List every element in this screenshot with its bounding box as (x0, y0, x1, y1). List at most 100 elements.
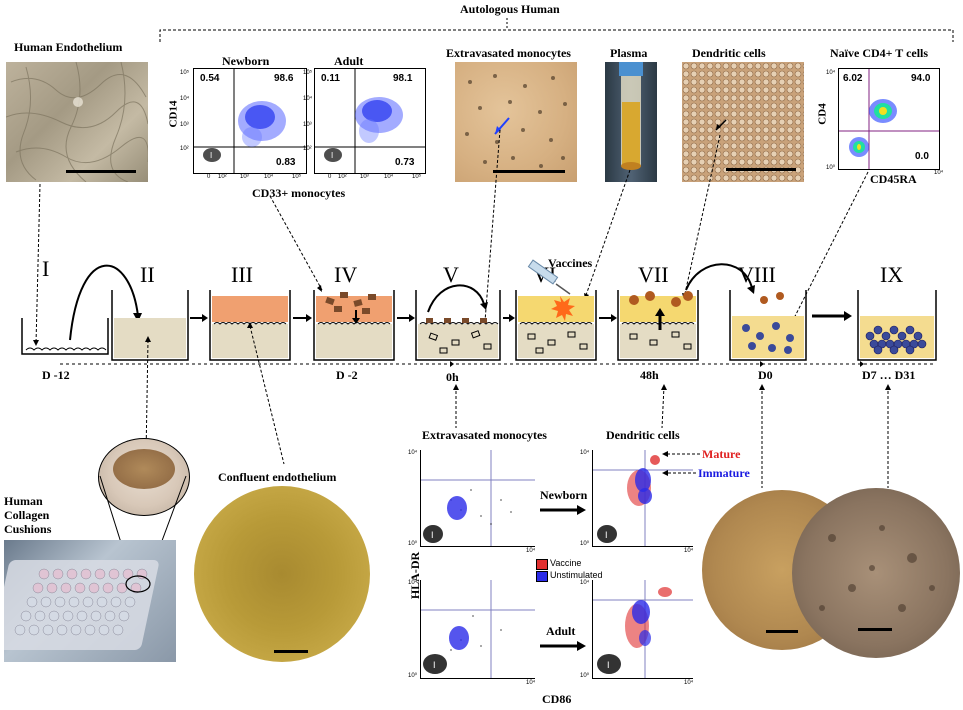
tick: 10⁴ (303, 96, 313, 102)
scale-bar (66, 170, 136, 173)
step-label-7: VII (638, 262, 669, 287)
tick: 10⁴ (526, 680, 536, 686)
well-plate-photo (4, 540, 176, 662)
mature-label: Mature (702, 447, 741, 461)
scale-bar (726, 168, 796, 171)
tick: 10⁴ (826, 70, 836, 76)
tick: 10² (338, 174, 347, 180)
autologous-bracket (159, 18, 954, 42)
legend-swatch-unstimulated (536, 571, 548, 582)
newborn-flow-plot: I 0.54 98.6 0.83 (193, 68, 307, 174)
tick: 10² (303, 146, 312, 152)
legend-swatch-vaccine (536, 559, 548, 570)
extravasated-top-label: Extravasated monocytes (446, 46, 571, 60)
tick: 10³ (360, 174, 369, 180)
cushions-label-line3: Cushions (4, 522, 52, 536)
tick: 10² (180, 146, 189, 152)
step-label-3: III (231, 262, 253, 287)
tick: 10² (218, 174, 227, 180)
vaccines-label: Vaccines (548, 256, 593, 270)
tick: 10³ (303, 122, 312, 128)
cushions-label-line2: Collagen (4, 508, 50, 522)
tick: 10⁰ (408, 541, 418, 547)
tick: 10⁴ (684, 548, 694, 554)
tick: 10⁴ (526, 548, 536, 554)
cd4-ul: 6.02 (843, 73, 863, 84)
adult-lr: 0.73 (395, 157, 415, 168)
autologous-title: Autologous Human (460, 2, 560, 16)
confluent-photo (194, 486, 370, 662)
cd4-flow-plot: 6.02 94.0 0.0 (838, 68, 940, 170)
timeline-0h: 0h (446, 370, 459, 384)
well-9 (857, 290, 937, 361)
tcell-d7-photo (792, 488, 960, 658)
tick: 10³ (180, 122, 189, 128)
tick: 10⁵ (303, 70, 313, 76)
syringe-icon (527, 259, 571, 295)
svg-text:I: I (433, 660, 436, 670)
tick: 10⁰ (408, 673, 418, 679)
endothelium-photo (6, 62, 148, 182)
step-label-2: II (140, 262, 155, 287)
tick: 10⁵ (292, 174, 302, 180)
well-6 (515, 290, 597, 361)
naive-cd4-label: Naïve CD4+ T cells (830, 46, 929, 60)
extrav-adult-plot: I (420, 580, 535, 679)
adult-flow-title: Adult (334, 54, 364, 68)
tick: 10⁴ (580, 580, 590, 586)
newborn-lr: 0.83 (276, 157, 296, 168)
confluent-label: Confluent endothelium (218, 470, 337, 484)
extrav-bottom-label: Extravasated monocytes (422, 428, 547, 442)
tick: 0 (207, 174, 211, 180)
well-1 (21, 318, 109, 355)
step-label-5: V (443, 262, 459, 287)
adult-arrow-label: Adult (546, 624, 576, 638)
collagen-cushion (113, 449, 175, 489)
newborn-arrow-label: Newborn (540, 488, 588, 502)
svg-text:I: I (210, 151, 212, 160)
tick: 10⁰ (580, 673, 590, 679)
step-label-9: IX (880, 262, 904, 287)
well-2 (111, 290, 189, 361)
newborn-ul: 0.54 (200, 73, 220, 84)
dc-adult-plot: I (592, 580, 693, 679)
dendritic-bottom-label: Dendritic cells (606, 428, 680, 442)
well-4 (313, 290, 395, 361)
dc-newborn-plot: I (592, 450, 693, 547)
legend-vaccine-label: Vaccine (550, 558, 582, 568)
tick: 10⁴ (180, 96, 190, 102)
dendritic-photo (682, 62, 804, 182)
scale-bar (858, 628, 892, 631)
collagen-disc-photo (98, 438, 190, 516)
cd4-lr: 0.0 (915, 151, 929, 162)
tick: 10⁵ (180, 70, 190, 76)
newborn-ur: 98.6 (274, 73, 294, 84)
tick: 10⁴ (384, 174, 394, 180)
timeline-d0: D0 (758, 368, 773, 382)
tick: 10⁵ (412, 174, 422, 180)
tick: 10³ (240, 174, 249, 180)
timeline-d7-d31: D7 … D31 (862, 368, 916, 382)
scale-bar (493, 170, 565, 173)
well-7 (617, 290, 699, 361)
timeline-d-2: D -2 (336, 368, 358, 382)
extrav-newborn-plot: I (420, 450, 535, 547)
svg-text:I: I (331, 151, 333, 160)
newborn-flow-title: Newborn (222, 54, 270, 68)
scale-bar (274, 650, 308, 653)
timeline-48h: 48h (640, 368, 659, 382)
plasma-photo (605, 62, 657, 182)
extravasated-photo (455, 62, 577, 182)
tick: 10⁴ (684, 680, 694, 686)
tick: 10⁴ (264, 174, 274, 180)
immature-label: Immature (698, 466, 750, 480)
step-label-1: I (42, 256, 50, 281)
scale-bar (766, 630, 798, 633)
human-endothelium-label: Human Endothelium (14, 40, 123, 54)
tick: 10⁰ (580, 541, 590, 547)
legend-unstim-label: Unstimulated (550, 570, 603, 580)
adult-ur: 98.1 (393, 73, 413, 84)
well-5 (415, 284, 501, 361)
svg-text:I: I (607, 660, 610, 670)
